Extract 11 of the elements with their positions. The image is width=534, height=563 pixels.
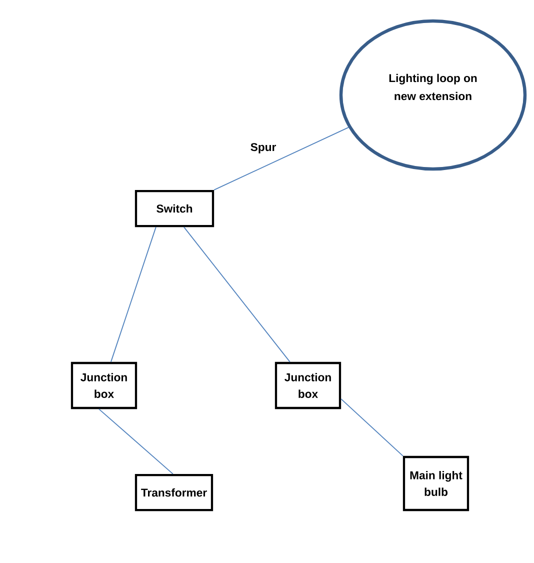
connector-line [98, 408, 174, 474]
connector-line [110, 226, 156, 362]
edge-label: Spur [250, 143, 276, 154]
component-box: Junction box [70, 362, 138, 410]
component-box: Transformer [134, 474, 214, 512]
connector-line [214, 126, 349, 190]
connector-line [183, 226, 290, 362]
component-box: Junction box [274, 362, 342, 410]
connector-line [340, 398, 404, 456]
component-box: Switch [134, 190, 214, 228]
component-box: Main light bulb [402, 456, 470, 512]
